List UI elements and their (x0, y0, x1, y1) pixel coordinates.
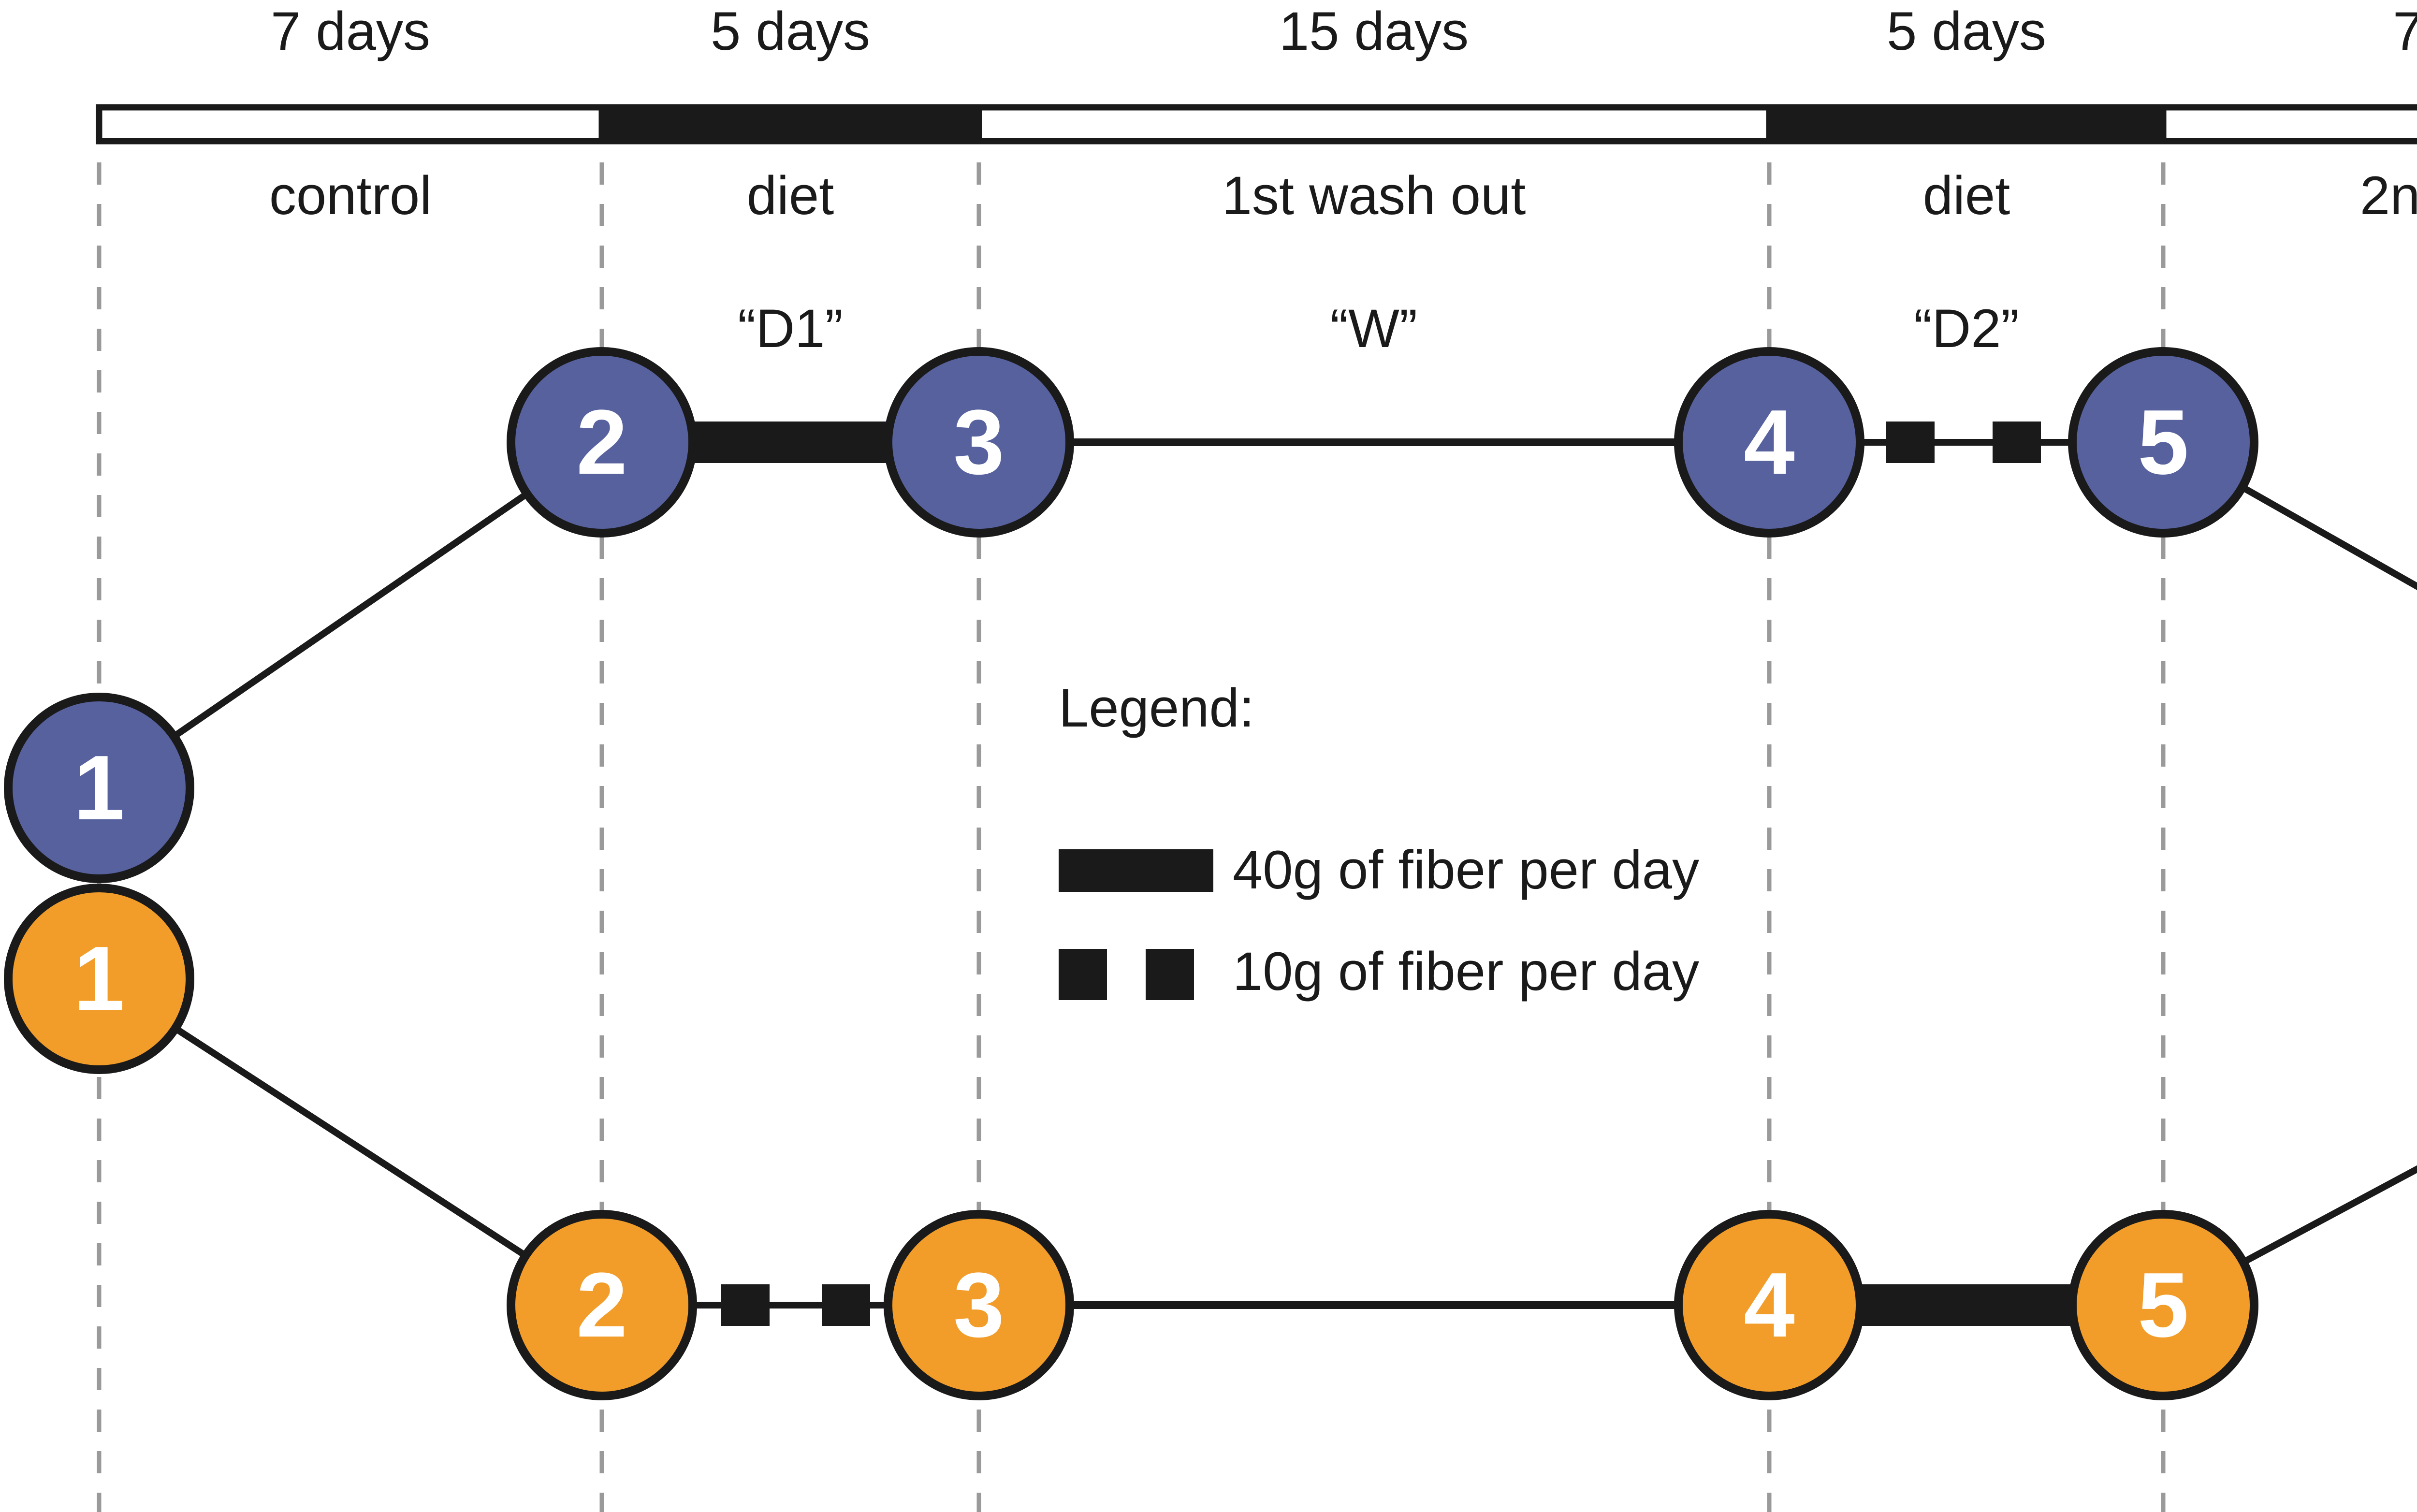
timeline-bar (96, 104, 2417, 145)
arm-b-nodes: 1 2 3 4 5 6 (4, 884, 2258, 1400)
period-code-d2: “D2” (1914, 298, 2019, 359)
phase-label-diet2: diet (1922, 165, 2010, 226)
phase-label-washout2: 2nd wash out (2359, 165, 2417, 226)
legend-entry-40g-label: 40g of fiber per day (1233, 840, 1700, 900)
node-arm-a-visit-5[interactable]: 5 (2068, 347, 2258, 538)
arm-b-link-5-6 (2161, 1165, 2417, 1308)
legend-solid-swatch (1059, 849, 1213, 892)
arm-a-link-1-2 (97, 439, 604, 791)
node-label: 2 (576, 1254, 627, 1356)
phase-label-washout1: 1st wash out (1222, 165, 1526, 226)
arm-a-connectors (97, 422, 2417, 791)
node-label: 3 (953, 391, 1005, 494)
node-label: 2 (576, 391, 627, 494)
duration-label-diet2: 5 days (1887, 1, 2046, 61)
node-arm-b-visit-5[interactable]: 5 (2068, 1210, 2258, 1400)
node-label: 1 (73, 928, 125, 1030)
duration-label-washout2: 7 days (2393, 1, 2417, 61)
period-code-w: “W” (1330, 298, 1418, 359)
node-label: 3 (953, 1254, 1005, 1356)
timeline-segment-control (96, 104, 605, 145)
node-arm-b-visit-2[interactable]: 2 (507, 1210, 697, 1400)
arm-b-connectors (97, 976, 2417, 1326)
legend-title: Legend: (1059, 678, 1254, 738)
node-arm-b-visit-1[interactable]: 1 (4, 884, 194, 1074)
legend-dashed-swatch-2 (1146, 949, 1194, 1000)
phase-label-control: control (269, 165, 432, 226)
arm-a-link-4-5-dash-2 (1993, 422, 2041, 463)
legend-dashed-swatch-1 (1059, 949, 1107, 1000)
timeline-segment-washout2 (2160, 104, 2417, 145)
node-arm-b-visit-4[interactable]: 4 (1674, 1210, 1864, 1400)
node-arm-a-visit-4[interactable]: 4 (1674, 347, 1864, 538)
node-label: 4 (1744, 391, 1795, 494)
node-label: 5 (2138, 391, 2189, 494)
node-label: 1 (73, 737, 125, 839)
arm-a-nodes: 1 2 3 4 5 6 (4, 347, 2258, 883)
duration-label-control: 7 days (271, 1, 430, 61)
node-arm-a-visit-1[interactable]: 1 (4, 693, 194, 883)
node-arm-a-visit-2[interactable]: 2 (507, 347, 697, 538)
arm-a-link-4-5-dash-1 (1886, 422, 1935, 463)
phase-label-diet1: diet (746, 165, 834, 226)
arm-a-link-5-6 (2161, 439, 2417, 590)
node-arm-a-visit-3[interactable]: 3 (884, 347, 1074, 538)
arm-b-link-2-3-dash-1 (721, 1284, 770, 1326)
node-label: 4 (1744, 1254, 1795, 1356)
node-arm-b-visit-3[interactable]: 3 (884, 1210, 1074, 1400)
timeline-segment-diet1 (598, 104, 982, 145)
duration-label-washout1: 15 days (1279, 1, 1469, 61)
period-code-d1: “D1” (738, 298, 843, 359)
duration-label-diet1: 5 days (711, 1, 870, 61)
timeline-segment-diet2 (1766, 104, 2167, 145)
timeline-segment-washout1 (976, 104, 1773, 145)
node-label: 5 (2138, 1254, 2189, 1356)
arm-b-link-1-2 (97, 976, 604, 1308)
legend-swatches (1059, 849, 1213, 1000)
arm-b-link-2-3-dash-2 (822, 1284, 870, 1326)
legend-entry-10g-label: 10g of fiber per day (1233, 941, 1700, 1002)
